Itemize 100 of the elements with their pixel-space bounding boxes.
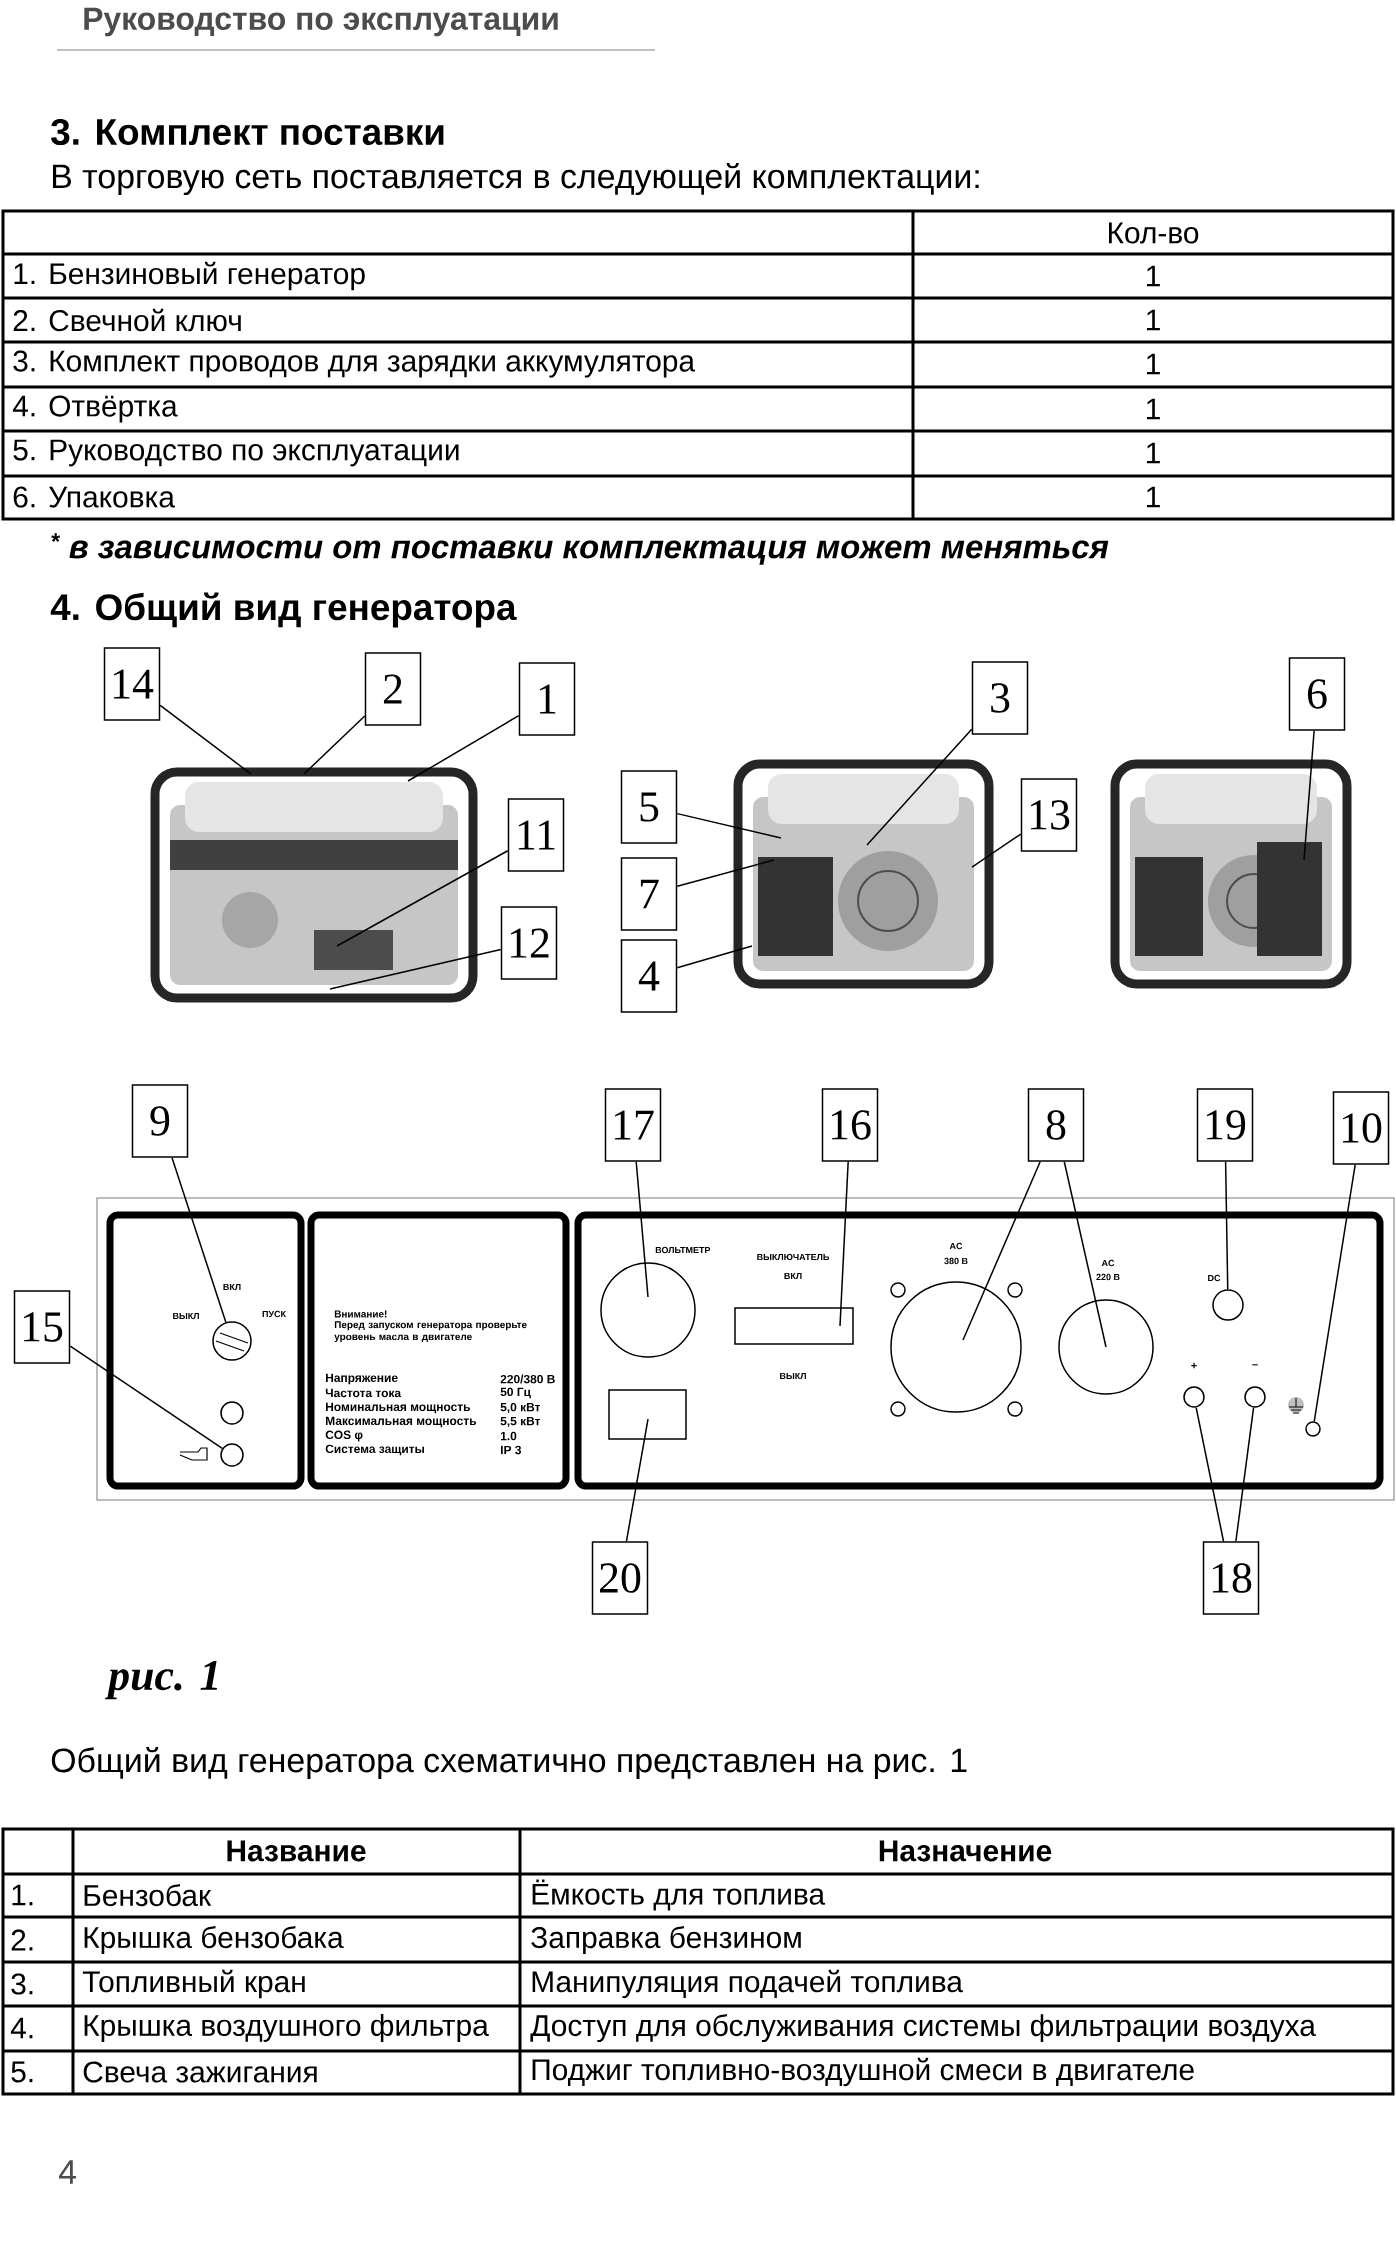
- callout-number: 20: [591, 1541, 649, 1615]
- leader-line: [839, 1161, 849, 1327]
- leader-line: [635, 1161, 649, 1298]
- leader-line: [171, 1157, 227, 1323]
- callout-number: 7: [620, 857, 678, 931]
- leader-line: [962, 1161, 1041, 1341]
- table-cell: 4. Отвёртка: [12, 395, 178, 423]
- table-cell: Крышка бензобака: [84, 1925, 344, 1955]
- table-cell: Крышка воздушного фильтра: [84, 2014, 489, 2042]
- leader-line: [866, 728, 973, 846]
- table-cell: 1.: [12, 1884, 33, 1906]
- table-cell: Свеча зажигания: [83, 2061, 317, 2083]
- socket: [1244, 1386, 1266, 1408]
- caption-text: Общий вид генератора схематично представлен на рис. 1: [51, 1746, 967, 1780]
- switch-knob: [212, 1321, 252, 1361]
- leader-line: [69, 1345, 223, 1450]
- leader-line: [676, 812, 782, 839]
- panel-label: ВЫКЛ: [173, 1312, 199, 1320]
- table-cell: 1: [1146, 442, 1160, 464]
- table-cell: Доступ для обслуживания системы фильтрации воздуха: [530, 2013, 1316, 2043]
- table-cell: 3.: [11, 1973, 33, 1995]
- callout-number: 15: [13, 1290, 71, 1364]
- callout-number: 13: [1020, 778, 1078, 852]
- table-cell: 5. Руководство по эксплуатации: [13, 439, 459, 467]
- leader-line: [625, 1418, 649, 1542]
- spec-text: Система защиты: [325, 1444, 424, 1456]
- callout-number: 17: [604, 1088, 662, 1162]
- socket: [1183, 1386, 1205, 1408]
- table-cell: Ёмкость для топлива: [532, 1879, 826, 1911]
- table-cell: Заправка бензином: [531, 1925, 801, 1955]
- panel-label: ВКЛ: [784, 1272, 802, 1280]
- spec-text: Напряжение: [326, 1373, 398, 1385]
- leader-line: [1195, 1406, 1225, 1542]
- callout-number: 14: [103, 647, 161, 721]
- spec-text: 1.0: [500, 1431, 517, 1441]
- table-cell: 1: [1146, 265, 1160, 287]
- callout-number: 18: [1202, 1541, 1260, 1615]
- panel-label: ВОЛЬТМЕТР: [655, 1246, 711, 1254]
- callout-number: 16: [821, 1088, 879, 1162]
- table-cell: 2.: [11, 1929, 33, 1951]
- table-cell: 1: [1146, 486, 1160, 508]
- intro-text: В торговую сеть поставляется в следующей комплектации:: [53, 162, 979, 196]
- callout-number: 6: [1288, 657, 1346, 731]
- panel-label: AC: [1101, 1259, 1115, 1267]
- table-cell: 6. Упаковка: [13, 486, 175, 508]
- table-cell: Бензобак: [84, 1883, 212, 1907]
- section-heading: 4. Общий вид генератора: [50, 592, 517, 628]
- panel-label: ВКЛ: [223, 1283, 241, 1291]
- table-header: Кол-во: [1109, 222, 1199, 244]
- warning-text: Перед запуском генератора проверьте уровень масла в двигателе: [334, 1321, 527, 1343]
- spec-text: Номинальная мощность: [326, 1402, 470, 1414]
- callout-number: 2: [364, 652, 422, 726]
- panel-label: 220 В: [1096, 1273, 1120, 1281]
- panel-label: ВЫКЛЮЧАТЕЛЬ: [757, 1253, 830, 1261]
- table-cell: 1. Бензиновый генератор: [14, 261, 365, 291]
- leader-line: [329, 948, 502, 990]
- panel-label: 380 В: [944, 1257, 968, 1265]
- callout-number: 4: [620, 939, 678, 1013]
- header-text: Руководство по эксплуатации: [84, 7, 558, 37]
- spec-text: 50 Гц: [500, 1387, 531, 1399]
- callout-number: 8: [1027, 1088, 1085, 1162]
- panel-label: ВЫКЛ: [780, 1372, 806, 1380]
- table-cell: Поджиг топливно-воздушной смеси в двигателе: [532, 2057, 1194, 2087]
- callout-number: 10: [1332, 1091, 1390, 1165]
- table-cell: 1: [1146, 398, 1160, 420]
- spec-text: Максимальная мощность: [326, 1416, 477, 1428]
- leader-line: [676, 859, 775, 888]
- table-cell: 2. Свечной ключ: [13, 308, 241, 332]
- leader-line: [1313, 1164, 1356, 1423]
- socket: [220, 1443, 244, 1467]
- leader-line: [676, 945, 753, 969]
- figure-label: рис. 1: [105, 1660, 217, 1700]
- section-heading: 3. Комплект поставки: [51, 118, 444, 146]
- page-number: 4: [59, 2160, 77, 2184]
- table-cell: 5.: [11, 2061, 33, 2083]
- panel-label: –: [1252, 1364, 1258, 1366]
- table-cell: 3. Комплект проводов для зарядки аккумулятора: [13, 350, 696, 378]
- callout-number: 11: [507, 798, 565, 872]
- panel-label: AC: [949, 1242, 963, 1250]
- leader-line: [1303, 730, 1315, 861]
- socket: [1212, 1289, 1244, 1321]
- socket: [1305, 1421, 1321, 1437]
- panel-label: +: [1191, 1362, 1197, 1369]
- panel-label: DC: [1208, 1274, 1221, 1282]
- leader-line: [1063, 1161, 1107, 1348]
- spec-text: 5,5 кВт: [500, 1417, 541, 1428]
- callout-number: 5: [620, 770, 678, 844]
- callout-number: 1: [518, 662, 576, 736]
- callout-number: 19: [1196, 1088, 1254, 1162]
- table-header: Назначение: [879, 1840, 1052, 1862]
- table-cell: Топливный кран: [82, 1969, 305, 1999]
- leader-line: [159, 704, 252, 775]
- leader-line: [407, 714, 520, 782]
- leader-line: [303, 715, 366, 775]
- footnote: $^{*}$ в зависимости от поставки комплектация может меняться: [51, 533, 1109, 565]
- leader-line: [1224, 1161, 1229, 1290]
- leader-line: [1235, 1406, 1255, 1542]
- table-cell: 4.: [10, 2017, 33, 2039]
- callout-number: 3: [971, 661, 1029, 735]
- leader-line: [336, 850, 509, 947]
